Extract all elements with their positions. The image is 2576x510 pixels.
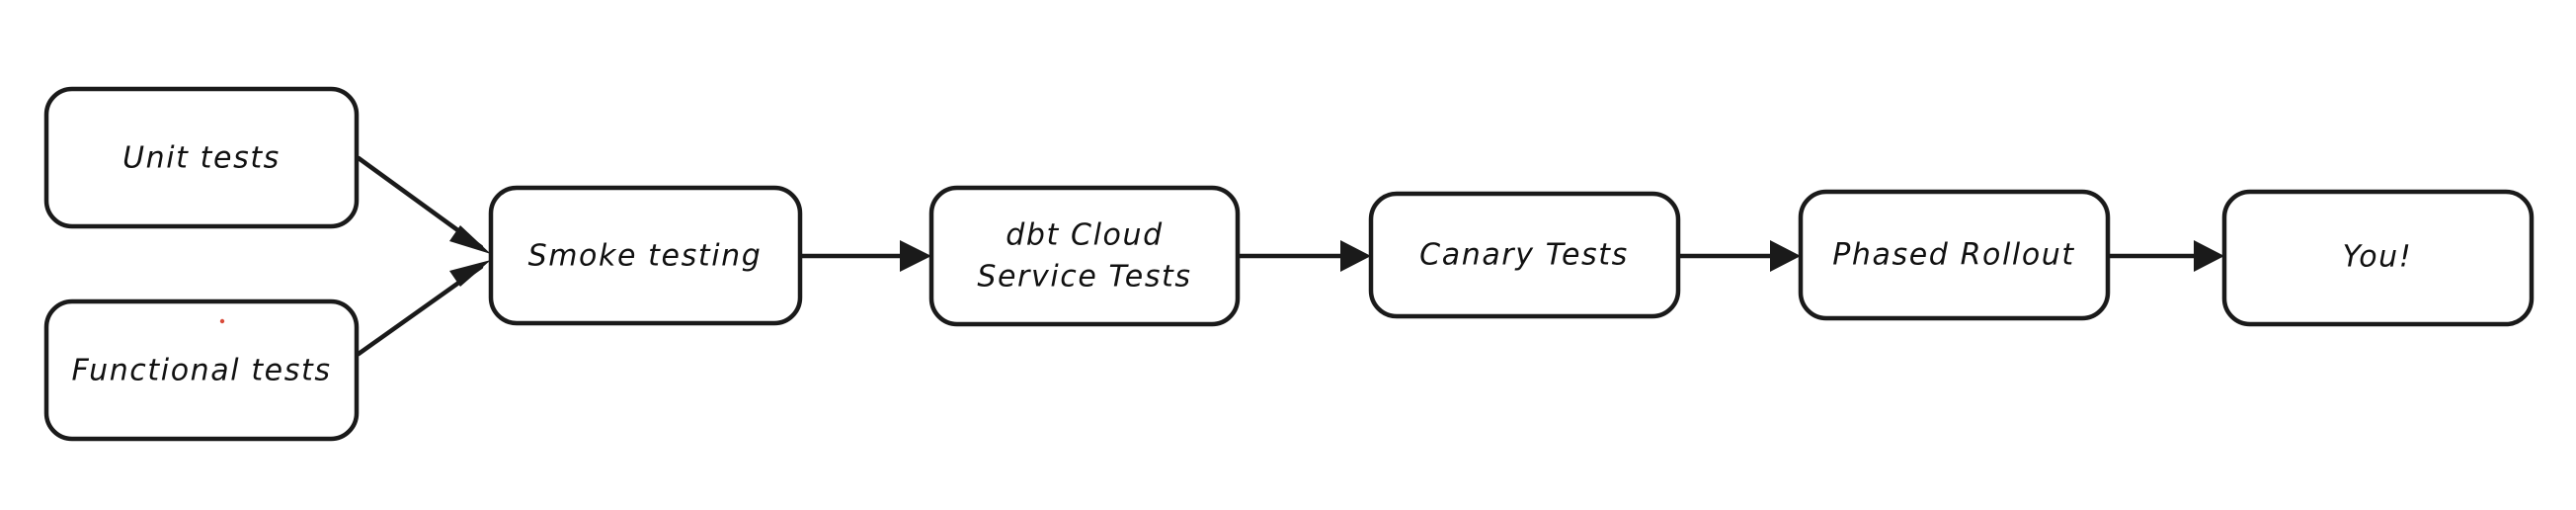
node-dbt-cloud-service-tests-label-line2: Service Tests <box>977 260 1191 295</box>
node-you[interactable]: You! <box>2221 189 2535 327</box>
arrowhead-icon <box>1770 240 1801 272</box>
node-unit-tests-label: Unit tests <box>122 141 281 176</box>
node-dbt-cloud-service-tests-label-line1: dbt Cloud <box>1006 218 1163 253</box>
node-layer: Unit tests Functional tests Smoke testin… <box>43 86 2535 442</box>
node-dbt-cloud-service-tests-shape[interactable] <box>928 185 1241 327</box>
arrowhead-icon <box>449 260 491 287</box>
arrowhead-icon <box>1340 240 1371 272</box>
node-unit-tests[interactable]: Unit tests <box>43 86 360 229</box>
node-smoke-testing[interactable]: Smoke testing <box>488 185 803 326</box>
node-functional-tests-shape[interactable] <box>43 298 360 442</box>
edge-unit-tests-to-smoke-testing <box>356 155 491 254</box>
edge-layer <box>356 155 2224 357</box>
red-speck-artifact <box>219 318 225 324</box>
edge-canary-tests-to-phased-rollout <box>1677 240 1801 272</box>
node-canary-tests[interactable]: Canary Tests <box>1368 191 1681 319</box>
node-phased-rollout-shape[interactable] <box>1798 189 2111 321</box>
edge-phased-rollout-to-you <box>2107 240 2224 272</box>
arrowhead-icon <box>900 240 931 272</box>
arrowhead-icon <box>449 225 491 254</box>
node-unit-tests-shape[interactable] <box>43 86 360 229</box>
edge-smoke-testing-to-dbt-cloud-service-tests <box>799 240 931 272</box>
edge-dbt-cloud-service-tests-to-canary-tests <box>1237 240 1371 272</box>
node-you-shape[interactable] <box>2221 189 2535 327</box>
node-you-label: You! <box>2343 240 2413 275</box>
node-functional-tests-label: Functional tests <box>71 354 331 388</box>
node-phased-rollout[interactable]: Phased Rollout <box>1798 189 2111 321</box>
node-smoke-testing-label: Smoke testing <box>528 239 763 274</box>
node-dbt-cloud-service-tests[interactable]: dbt Cloud Service Tests <box>928 185 1241 327</box>
node-canary-tests-shape[interactable] <box>1368 191 1681 319</box>
node-functional-tests[interactable]: Functional tests <box>43 298 360 442</box>
node-smoke-testing-shape[interactable] <box>488 185 803 326</box>
node-phased-rollout-label: Phased Rollout <box>1832 238 2075 273</box>
node-canary-tests-label: Canary Tests <box>1419 238 1629 273</box>
arrowhead-icon <box>2194 240 2224 272</box>
edge-functional-tests-to-smoke-testing <box>356 260 491 357</box>
